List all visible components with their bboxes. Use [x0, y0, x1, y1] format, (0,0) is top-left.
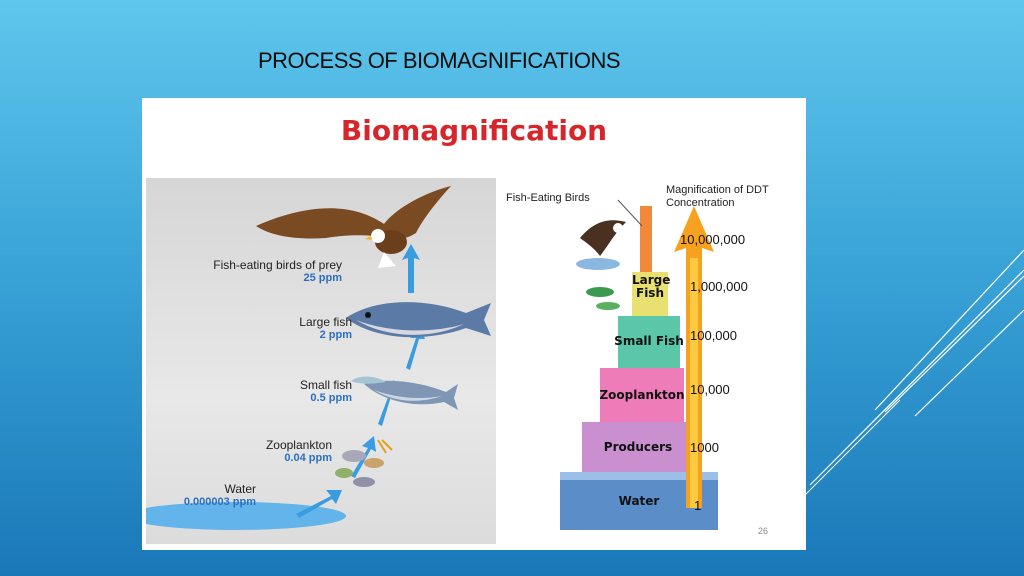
- pyramid-top-label: Fish-Eating Birds: [506, 192, 590, 204]
- slide-number: 26: [758, 526, 769, 536]
- pyramid-panel: Fish-Eating Birds Magnification of DDT C…: [500, 178, 806, 550]
- water-puddle: [126, 502, 346, 530]
- magnification-value-water: 1: [694, 498, 702, 513]
- bird-dish: [576, 258, 620, 270]
- pyramid-top-column: [640, 206, 652, 272]
- pyramid-label-zooplankton: Zooplankton: [599, 388, 685, 402]
- food-chain-label-large-fish: Large fish 2 ppm: [156, 315, 352, 341]
- birds-ppm: 25 ppm: [303, 272, 342, 284]
- food-chain-label-birds: Fish-eating birds of prey 25 ppm: [156, 258, 342, 284]
- food-chain-illustration: [126, 186, 491, 530]
- small-fish-drawing: [351, 376, 458, 410]
- magnification-value-large-fish: 1,000,000: [690, 279, 748, 294]
- zooplankton-name: Zooplankton: [265, 438, 332, 452]
- pyramid-level-zooplankton: [600, 368, 684, 422]
- pyramid-level-large-fish: [632, 272, 668, 316]
- water-name: Water: [224, 482, 256, 496]
- eagle-drawing: [256, 186, 451, 268]
- pyramid-label-small-fish: Small Fish: [614, 334, 684, 348]
- birds-name: Fish-eating birds of prey: [213, 258, 342, 272]
- figure-heading: Biomagnification: [340, 114, 608, 147]
- small-fish-name: Small fish: [299, 378, 352, 392]
- biomagnification-figure: Biomagnification: [126, 98, 806, 550]
- pyramid-illustration: [560, 199, 718, 530]
- pyramid-label-producers: Producers: [603, 440, 673, 454]
- magnification-top-value: 10,000,000: [680, 232, 746, 247]
- zooplankton-ppm: 0.04 ppm: [284, 452, 332, 464]
- zooplankton-drawing: [335, 439, 393, 487]
- pyramid-level-producers: [582, 422, 694, 472]
- large-fish-ppm: 2 ppm: [319, 329, 352, 341]
- small-fish-ppm: 0.5 ppm: [310, 392, 352, 404]
- pyramid-label-water: Water: [618, 494, 660, 508]
- food-chain-label-zooplankton: Zooplankton 0.04 ppm: [156, 438, 332, 464]
- magnification-value-small-fish: 100,000: [690, 328, 737, 343]
- magnification-value-zooplankton: 10,000: [690, 382, 730, 397]
- food-chain-panel: Fish-eating birds of prey 25 ppm Large f…: [126, 178, 496, 544]
- magnification-label: Magnification of DDT Concentration: [666, 184, 769, 209]
- magnification-value-producers: 1000: [690, 440, 719, 455]
- large-fish-drawing: [346, 302, 491, 338]
- water-ppm: 0.000003 ppm: [183, 496, 256, 508]
- large-fish-name: Large fish: [299, 315, 352, 329]
- decorative-lines: [780, 249, 1024, 520]
- pyramid-label-large-fish: Large Fish: [632, 273, 671, 300]
- food-chain-label-water: Water 0.000003 ppm: [146, 482, 256, 508]
- slide-title: PROCESS OF BIOMAGNIFICATIONS: [258, 48, 621, 73]
- food-chain-label-small-fish: Small fish 0.5 ppm: [156, 378, 352, 404]
- pyramid-level-small-fish: [618, 316, 680, 368]
